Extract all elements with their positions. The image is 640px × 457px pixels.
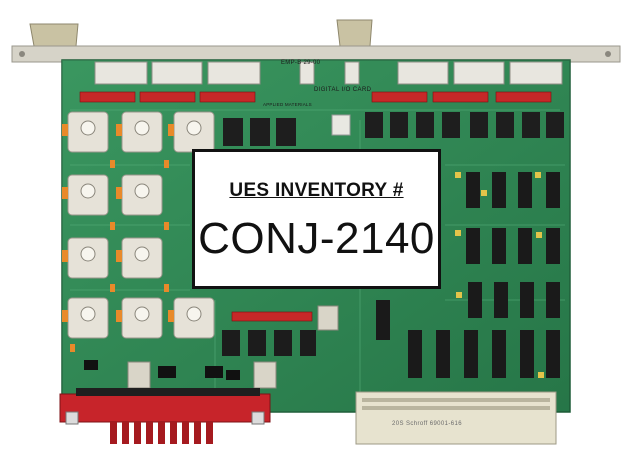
dip-chips-top xyxy=(223,112,564,146)
dip-chips-right xyxy=(376,172,560,378)
board-title-silkscreen: DIGITAL I/O CARD xyxy=(314,87,372,93)
manufacturer-silkscreen: APPLIED MATERIALS xyxy=(263,102,312,107)
top-connectors xyxy=(94,61,563,85)
connector-marking: 20S Schroff 69001-616 xyxy=(392,421,463,427)
relay-modules xyxy=(62,111,215,352)
red-resistor-arrays xyxy=(79,91,552,322)
inventory-number: CONJ-2140 xyxy=(198,214,435,263)
inventory-label: UES INVENTORY # CONJ-2140 xyxy=(192,149,441,289)
terminal-block-red xyxy=(59,388,271,444)
board-model-silkscreen: EMP-B 29-00 xyxy=(281,60,321,66)
bracket-tab-left xyxy=(29,23,79,47)
edge-connector xyxy=(355,391,557,445)
inventory-label-title: UES INVENTORY # xyxy=(229,180,404,201)
bracket-tab-right xyxy=(336,19,373,47)
